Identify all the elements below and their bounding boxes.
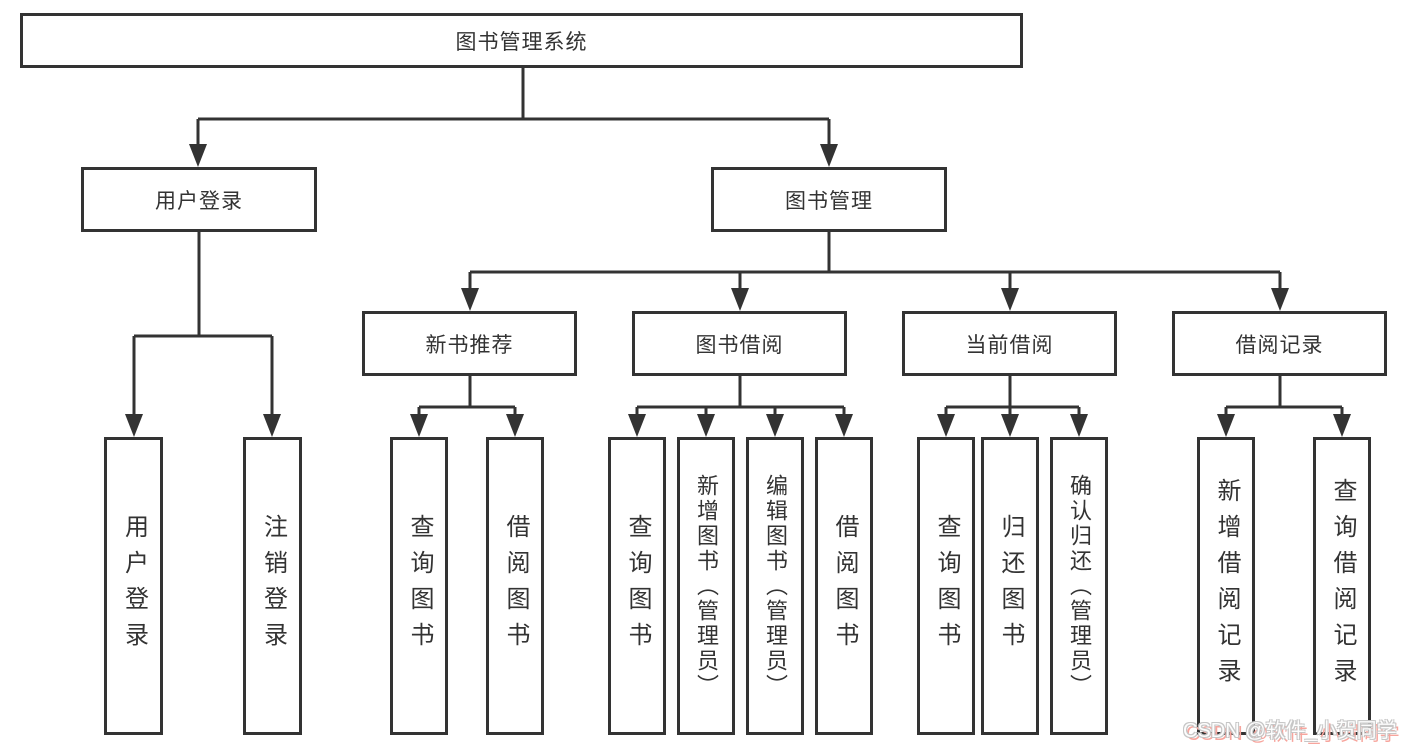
node-user-login: 用户登录 [81,167,317,232]
leaf-current-query-books: 查询图书 [917,437,975,735]
node-new-book-recommend: 新书推荐 [362,311,577,376]
leaf-user-login: 用户登录 [104,437,163,735]
node-current-borrow-label: 当前借阅 [965,333,1054,357]
leaf-current-return-books: 归还图书 [981,437,1039,735]
leaf-borrow-borrow-books-label: 借阅图书 [831,514,858,658]
leaf-borrow-add-books-admin: 新增图书（管理员） [677,437,735,735]
leaf-record-add: 新增借阅记录 [1197,437,1255,735]
leaf-record-query-label: 查询借阅记录 [1329,478,1356,694]
leaf-user-login-label: 用户登录 [120,514,148,658]
leaf-borrow-query-books-label: 查询图书 [624,514,651,658]
leaf-recommend-borrow-books: 借阅图书 [486,437,544,735]
node-book-borrow: 图书借阅 [632,311,847,376]
node-root: 图书管理系统 [20,13,1023,68]
leaf-record-query: 查询借阅记录 [1313,437,1371,735]
leaf-borrow-edit-books-admin: 编辑图书（管理员） [746,437,804,735]
leaf-current-confirm-return-admin: 确认归还（管理员） [1050,437,1108,735]
leaf-borrow-borrow-books: 借阅图书 [815,437,873,735]
node-book-borrow-label: 图书借阅 [695,333,784,357]
leaf-current-confirm-return-admin-label: 确认归还（管理员） [1067,473,1092,699]
leaf-recommend-borrow-books-label: 借阅图书 [502,514,529,658]
leaf-logout-label: 注销登录 [259,514,287,658]
leaf-recommend-query-books-label: 查询图书 [406,514,433,658]
node-borrow-records-label: 借阅记录 [1235,333,1324,357]
leaf-recommend-query-books: 查询图书 [390,437,448,735]
node-book-management: 图书管理 [711,167,947,232]
leaf-record-add-label: 新增借阅记录 [1213,478,1240,694]
leaf-borrow-add-books-admin-label: 新增图书（管理员） [694,473,719,699]
node-borrow-records: 借阅记录 [1172,311,1387,376]
watermark: CSDN @软件_小贺同学 [1183,720,1397,742]
node-new-book-recommend-label: 新书推荐 [425,333,514,357]
leaf-logout: 注销登录 [243,437,302,735]
leaf-current-return-books-label: 归还图书 [997,514,1024,658]
node-root-label: 图书管理系统 [455,30,588,54]
node-user-login-label: 用户登录 [155,189,243,213]
leaf-current-query-books-label: 查询图书 [933,514,960,658]
leaf-borrow-edit-books-admin-label: 编辑图书（管理员） [763,473,788,699]
node-current-borrow: 当前借阅 [902,311,1117,376]
node-book-management-label: 图书管理 [785,189,873,213]
leaf-borrow-query-books: 查询图书 [608,437,666,735]
